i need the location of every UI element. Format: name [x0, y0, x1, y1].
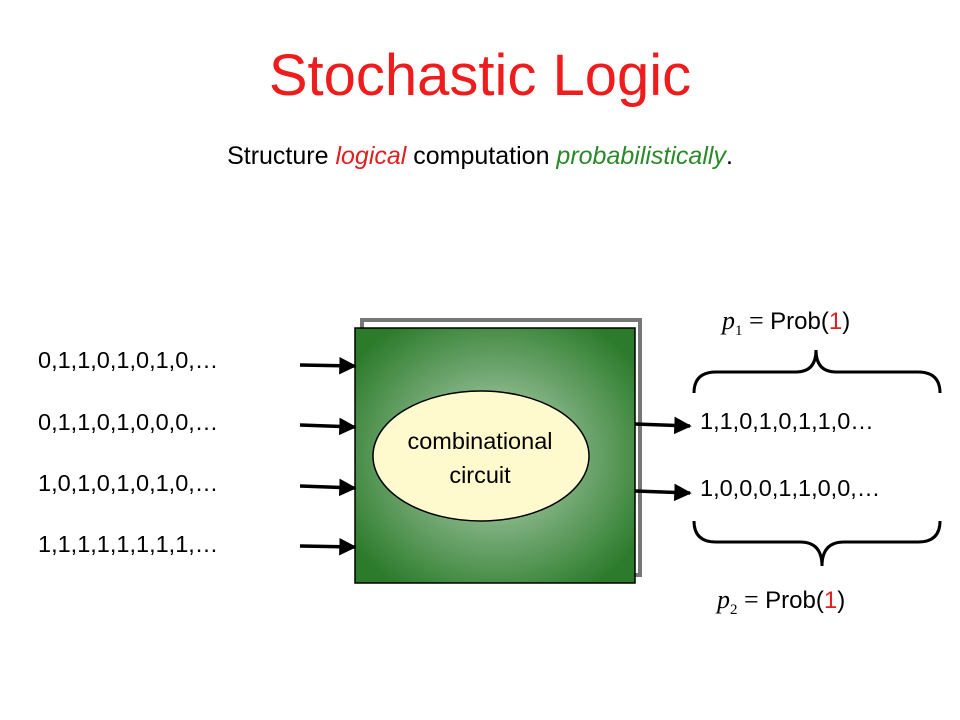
prob-2-var: p2	[717, 585, 738, 619]
circuit-label-line-1: combinational	[407, 428, 553, 454]
circuit-label: combinational circuit	[370, 424, 590, 492]
subtitle-emph-logical: logical	[335, 142, 407, 170]
input-arrow-3	[299, 478, 357, 497]
prob-2-text-pre: Prob(	[765, 587, 824, 614]
prob-1-text-post: )	[842, 308, 851, 335]
input-arrow-1	[299, 356, 357, 375]
prob-label-2: p2 = Prob(1)	[717, 585, 845, 619]
top-brace	[692, 349, 942, 394]
input-stream-3: 1,0,1,0,1,0,1,0,…	[38, 470, 219, 496]
input-arrow-4	[299, 537, 357, 556]
prob-1-sub: 1	[735, 323, 743, 340]
input-stream-1: 0,1,1,0,1,0,1,0,…	[38, 347, 219, 373]
circuit-ellipse	[372, 390, 590, 522]
output-arrow-1	[634, 416, 692, 435]
output-stream-2: 1,0,0,0,1,1,0,0,…	[700, 475, 881, 501]
output-arrow-2	[634, 483, 692, 502]
circuit-label-line-2: circuit	[449, 462, 511, 488]
subtitle-text-2: computation	[406, 142, 557, 170]
prob-label-1: p1 = Prob(1)	[722, 306, 850, 340]
subtitle-text-3: .	[725, 142, 733, 170]
prob-2-sub: 2	[730, 602, 738, 619]
slide-subtitle: Structure logical computation probabilis…	[0, 142, 960, 171]
prob-1-text-pre: Prob(	[770, 308, 829, 335]
prob-1-one: 1	[828, 308, 843, 335]
slide-title: Stochastic Logic	[268, 43, 692, 108]
prob-1-var: p1	[722, 306, 743, 340]
subtitle-text-1: Structure	[227, 142, 336, 170]
output-stream-1: 1,1,0,1,0,1,1,0…	[700, 408, 874, 434]
prob-1-eq: =	[742, 306, 771, 335]
input-arrow-2	[299, 417, 357, 436]
input-stream-2: 0,1,1,0,1,0,0,0,…	[38, 409, 219, 435]
prob-2-one: 1	[823, 587, 838, 614]
prob-2-text-post: )	[837, 587, 846, 614]
prob-2-eq: =	[737, 585, 766, 614]
bottom-brace	[692, 520, 942, 567]
subtitle-emph-probabilistically: probabilistically	[556, 142, 726, 170]
input-stream-4: 1,1,1,1,1,1,1,1,…	[38, 531, 219, 557]
